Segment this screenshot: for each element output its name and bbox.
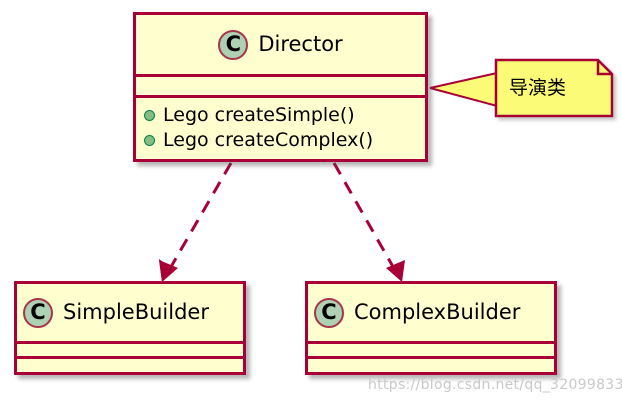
class-name-director: Director <box>258 32 343 56</box>
methods-compartment-complexbuilder <box>308 356 554 372</box>
class-name-simplebuilder: SimpleBuilder <box>63 300 209 324</box>
note-director[interactable]: 导演类 <box>494 58 616 120</box>
watermark: https://blog.csdn.net/qq_32099833 <box>368 377 622 393</box>
dependency-director-complexbuilder <box>332 162 405 282</box>
note-connector <box>429 71 498 108</box>
methods-compartment-director: Lego createSimple() Lego createComplex() <box>136 95 425 159</box>
class-header-director: C Director <box>136 15 425 74</box>
class-box-complexbuilder[interactable]: C ComplexBuilder <box>305 281 557 375</box>
class-header-simplebuilder: C SimpleBuilder <box>17 284 243 341</box>
class-name-complexbuilder: ComplexBuilder <box>354 300 521 324</box>
note-text: 导演类 <box>509 77 567 99</box>
method-row: Lego createComplex() <box>144 128 425 153</box>
attributes-compartment-complexbuilder <box>308 341 554 356</box>
class-header-complexbuilder: C ComplexBuilder <box>308 284 554 341</box>
method-signature: Lego createComplex() <box>163 129 374 151</box>
method-signature: Lego createSimple() <box>163 104 355 126</box>
class-box-director[interactable]: C Director Lego createSimple() Lego crea… <box>133 12 428 162</box>
methods-compartment-simplebuilder <box>17 356 243 372</box>
public-visibility-icon <box>144 110 155 121</box>
class-stereotype-icon: C <box>23 297 53 328</box>
note-shape <box>494 58 614 118</box>
class-stereotype-icon: C <box>218 29 249 60</box>
attributes-compartment-simplebuilder <box>17 341 243 356</box>
attributes-compartment-director <box>136 74 425 95</box>
class-stereotype-icon: C <box>314 297 344 328</box>
public-visibility-icon <box>144 135 155 146</box>
dependency-director-simplebuilder <box>159 162 233 282</box>
class-box-simplebuilder[interactable]: C SimpleBuilder <box>14 281 246 375</box>
method-row: Lego createSimple() <box>144 103 425 128</box>
